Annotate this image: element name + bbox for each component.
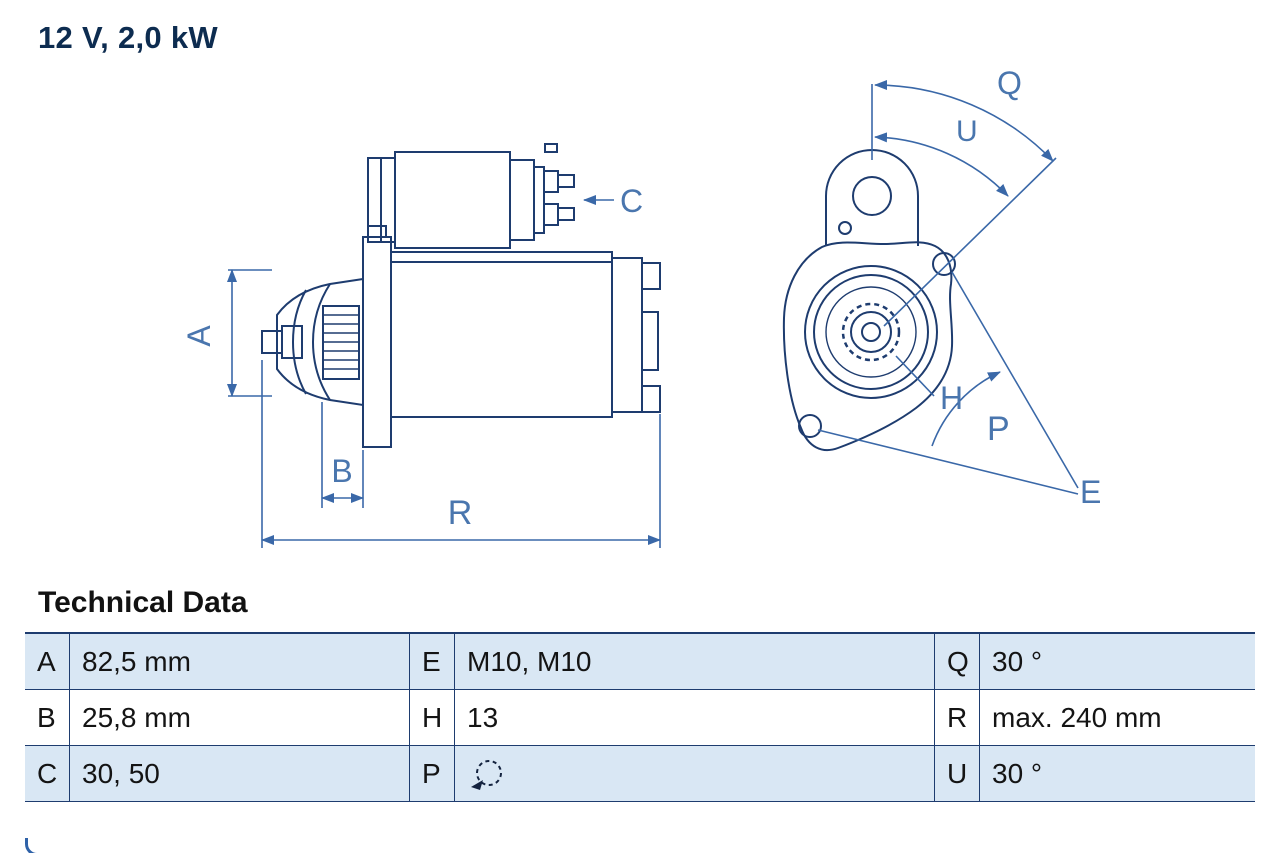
pinion-teeth-circle bbox=[841, 302, 901, 362]
label-E: E bbox=[1080, 474, 1101, 510]
table-cell-key-H: H bbox=[410, 690, 455, 746]
label-C: C bbox=[620, 183, 643, 219]
mounting-plate-outline bbox=[362, 225, 392, 448]
mounting-ear bbox=[825, 149, 919, 246]
table-cell-key-C: C bbox=[25, 746, 70, 802]
table-cell-value-U: 30 ° bbox=[980, 746, 1255, 802]
pilot-hole bbox=[838, 221, 852, 235]
technical-data-table: A 82,5 mm E M10, M10 Q 30 ° B 25,8 mm H … bbox=[25, 632, 1255, 802]
dimension-labels: A B C R Q U H P E bbox=[181, 65, 1101, 532]
table-cell-value-R: max. 240 mm bbox=[980, 690, 1255, 746]
technical-data-heading: Technical Data bbox=[38, 586, 248, 619]
table-cell-value-C: 30, 50 bbox=[70, 746, 410, 802]
table-cell-key-Q: Q bbox=[935, 634, 980, 690]
bolt-hole-lower bbox=[798, 414, 822, 438]
terminal-stud-upper bbox=[543, 170, 559, 193]
page-title: 12 V, 2,0 kW bbox=[38, 20, 218, 55]
table-cell-value-P bbox=[455, 746, 935, 802]
label-Q: Q bbox=[997, 65, 1022, 101]
bearing-face-circles bbox=[804, 265, 938, 399]
table-cell-key-A: A bbox=[25, 634, 70, 690]
dimension-B bbox=[321, 402, 364, 508]
flange-outline bbox=[782, 241, 954, 452]
drive-end-outline bbox=[261, 277, 364, 407]
table-cell-value-E: M10, M10 bbox=[455, 634, 935, 690]
terminal-stud-lower bbox=[543, 203, 559, 226]
table-cell-key-E: E bbox=[410, 634, 455, 690]
drive-shaft bbox=[261, 325, 303, 359]
table-cell-key-U: U bbox=[935, 746, 980, 802]
dimension-U bbox=[874, 132, 1009, 197]
pinion-gear bbox=[322, 305, 360, 380]
rotation-direction-icon bbox=[471, 759, 502, 790]
bolt-axis-line bbox=[883, 157, 1057, 327]
dimension-lines bbox=[227, 80, 1079, 548]
motor-body-outline bbox=[390, 251, 661, 418]
dimension-H bbox=[895, 355, 935, 397]
table-cell-value-A: 82,5 mm bbox=[70, 634, 410, 690]
table-cell-value-B: 25,8 mm bbox=[70, 690, 410, 746]
bolt-hole-upper bbox=[932, 252, 956, 276]
table-cell-key-P: P bbox=[410, 746, 455, 802]
side-view-drawing bbox=[261, 143, 661, 448]
front-view-drawing bbox=[782, 149, 956, 452]
dimension-P bbox=[931, 371, 1001, 447]
table-cell-value-H: 13 bbox=[455, 690, 935, 746]
dimension-R bbox=[261, 360, 661, 548]
label-U: U bbox=[956, 115, 978, 148]
starter-motor-technical-drawing: A B C R Q U H P E bbox=[181, 65, 1101, 548]
dimension-Q bbox=[871, 80, 1054, 162]
label-H: H bbox=[940, 380, 963, 416]
label-A: A bbox=[181, 325, 217, 347]
solenoid-outline bbox=[367, 143, 575, 249]
dimension-E bbox=[817, 271, 1079, 495]
table-cell-key-B: B bbox=[25, 690, 70, 746]
label-R: R bbox=[448, 494, 473, 532]
label-P: P bbox=[987, 410, 1010, 448]
table-cell-key-R: R bbox=[935, 690, 980, 746]
label-B: B bbox=[331, 453, 352, 489]
corner-mark bbox=[25, 838, 54, 853]
ear-hole bbox=[852, 176, 892, 216]
table-cell-value-Q: 30 ° bbox=[980, 634, 1255, 690]
dimension-A bbox=[227, 269, 272, 397]
